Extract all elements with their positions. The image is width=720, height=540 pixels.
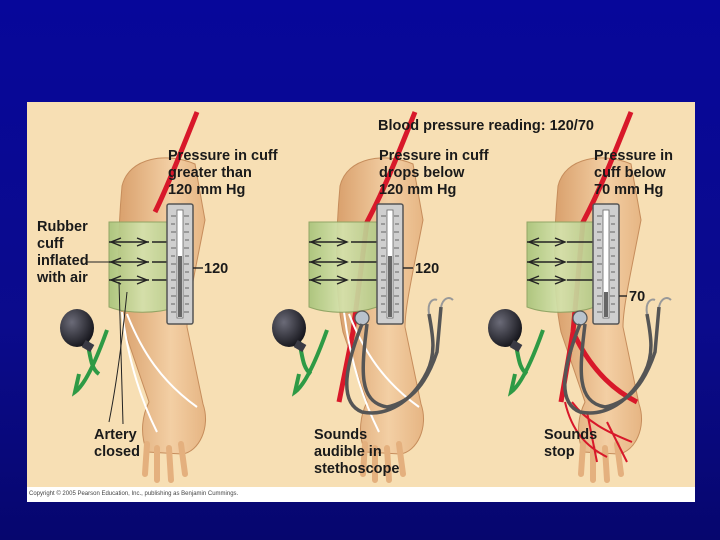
cuff-tube-icon bbox=[71, 329, 109, 397]
figure: Blood pressure reading: 120/70 Pressure … bbox=[27, 102, 695, 502]
panel-2-caption: Sounds audible in stethoscope bbox=[314, 427, 400, 477]
illustration-panel: Blood pressure reading: 120/70 Pressure … bbox=[27, 102, 695, 487]
cuff-label: Rubber cuff inflated with air bbox=[37, 219, 89, 286]
arm-panel-1 bbox=[58, 111, 206, 480]
arm-panel-2 bbox=[270, 111, 454, 480]
panel-3-caption: Sounds stop bbox=[544, 427, 598, 460]
gauge-reading-2: 120 bbox=[415, 261, 440, 277]
gauge-reading-1: 120 bbox=[204, 261, 229, 277]
panel-2-header: Pressure in cuff drops below 120 mm Hg bbox=[379, 148, 489, 198]
figure-title: Blood pressure reading: 120/70 bbox=[378, 118, 594, 134]
arm-panel-3 bbox=[486, 111, 672, 480]
stethoscope-icon bbox=[345, 297, 454, 415]
illustration-art bbox=[58, 111, 672, 487]
panel-1-header: Pressure in cuff greater than 120 mm Hg bbox=[168, 148, 278, 198]
panel-1-caption: Artery closed bbox=[94, 427, 140, 460]
panel-3-header: Pressure in cuff below 70 mm Hg bbox=[594, 148, 673, 198]
gauge-reading-3: 70 bbox=[629, 289, 646, 305]
gauge-icon bbox=[166, 203, 194, 325]
copyright-text: Copyright © 2005 Pearson Education, Inc.… bbox=[29, 491, 239, 497]
